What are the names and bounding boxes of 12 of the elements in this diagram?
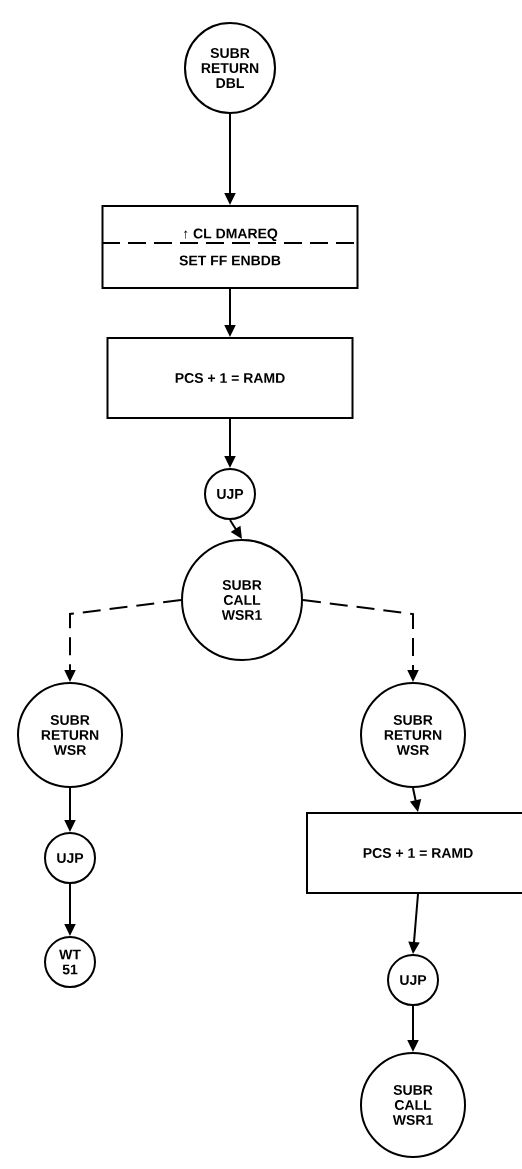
circle-node: WT 51 — [44, 936, 96, 988]
circle-node: SUBR CALL WSR1 — [181, 539, 303, 661]
circle-node: SUBR CALL WSR1 — [360, 1052, 466, 1158]
process-box: ↑ CL DMAREQ SET FF ENBDB — [101, 205, 359, 289]
process-box: PCS + 1 = RAMD — [106, 337, 354, 419]
circle-node: UJP — [387, 954, 439, 1006]
circle-node: SUBR RETURN DBL — [184, 22, 276, 114]
process-box: PCS + 1 = RAMD — [306, 812, 522, 894]
circle-node: SUBR RETURN WSR — [360, 682, 466, 788]
circle-node: UJP — [204, 468, 256, 520]
circle-node: SUBR RETURN WSR — [17, 682, 123, 788]
circle-node: UJP — [44, 832, 96, 884]
